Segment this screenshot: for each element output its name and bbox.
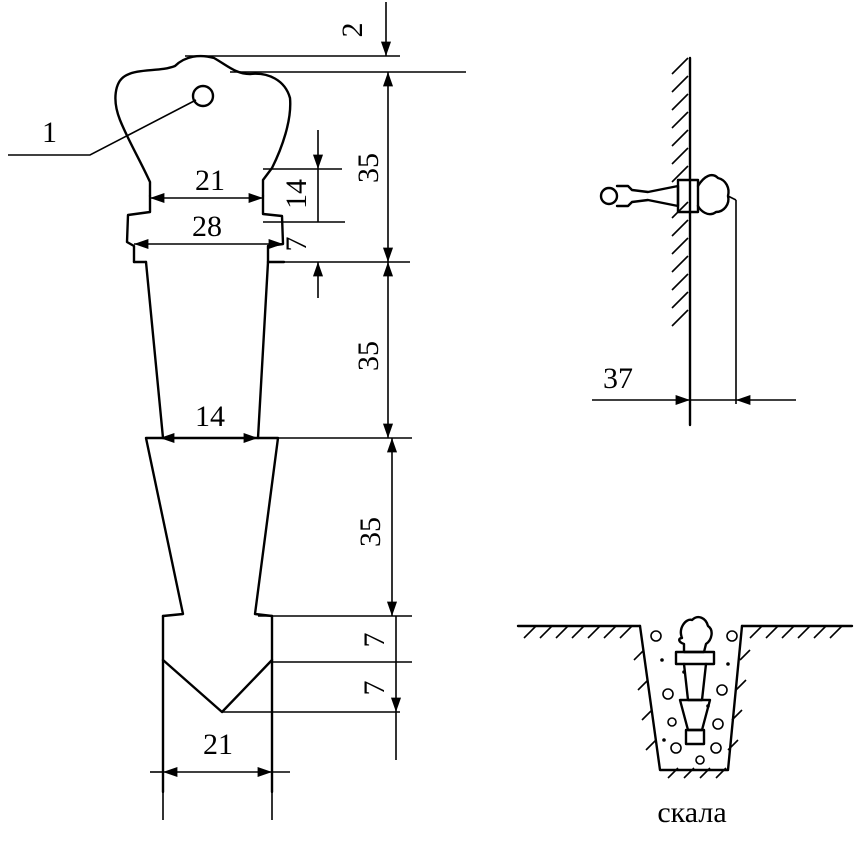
pit-outline — [638, 624, 744, 772]
dim-tip-height: 7 — [358, 681, 391, 696]
dim-top-gap: 2 — [336, 23, 369, 38]
dim-flange-width: 28 — [192, 210, 222, 243]
peg-base-outline — [161, 614, 274, 794]
dim-collar-height: 14 — [280, 179, 313, 209]
side-view: 37 — [592, 56, 796, 427]
dimension-lines — [134, 2, 402, 778]
dim-head-width: 21 — [195, 164, 225, 197]
dim-wedge-height: 35 — [354, 517, 387, 547]
side-peg — [599, 174, 737, 216]
rock-caption: скала — [657, 796, 726, 829]
peg-head-hole — [191, 84, 215, 108]
dim-side-offset: 37 — [603, 362, 633, 395]
peg-tip-outline — [161, 658, 274, 714]
dimension-labels: 2 35 14 7 35 35 7 7 21 28 14 21 — [192, 23, 391, 762]
buried-peg — [674, 615, 716, 746]
peg-neck-outline — [144, 260, 270, 440]
part-1-label: 1 — [42, 116, 57, 149]
wall-hatching — [671, 57, 689, 327]
dim-base-step: 7 — [358, 633, 391, 648]
dim-head-height: 35 — [352, 153, 385, 183]
dim-flange-height: 7 — [280, 237, 313, 252]
dim-neck-height: 35 — [352, 341, 385, 371]
dim-neck-width: 14 — [195, 400, 225, 433]
part-1-leader: 1 — [8, 99, 197, 156]
dim-base-width: 21 — [203, 728, 233, 761]
ground-hatching — [523, 625, 843, 779]
ground-view: скала — [516, 615, 854, 829]
peg-wedge-outline — [144, 436, 280, 618]
